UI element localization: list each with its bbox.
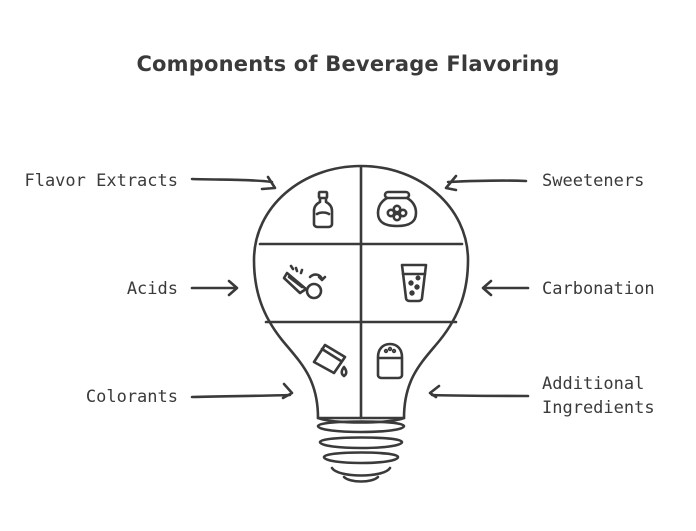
salt-shaker-icon: [376, 342, 404, 380]
label-flavor-extracts: Flavor Extracts: [24, 171, 178, 191]
label-additional-ingredients: Additional Ingredients: [542, 372, 655, 420]
arrow-flavor-extracts: [190, 175, 277, 191]
bulb-base: [316, 416, 406, 483]
label-additional-line1: Additional: [542, 374, 645, 394]
honey-jar-icon: [376, 190, 418, 228]
citrus-squeeze-icon: [282, 264, 327, 300]
dye-cup-icon: [312, 343, 348, 378]
diagram-title: Components of Beverage Flavoring: [136, 52, 560, 76]
label-carbonation: Carbonation: [542, 279, 655, 299]
arrow-colorants: [190, 382, 294, 400]
arrow-additional-ingredients: [428, 384, 530, 399]
label-colorants: Colorants: [85, 387, 178, 407]
label-sweeteners: Sweeteners: [542, 171, 645, 191]
label-acids: Acids: [126, 279, 178, 299]
arrow-acids: [190, 279, 239, 297]
arrow-sweeteners: [444, 174, 528, 192]
arrow-carbonation: [481, 279, 530, 297]
label-additional-line2: Ingredients: [542, 398, 655, 418]
bottle-icon: [312, 190, 334, 229]
fizzy-glass-icon: [400, 263, 428, 303]
